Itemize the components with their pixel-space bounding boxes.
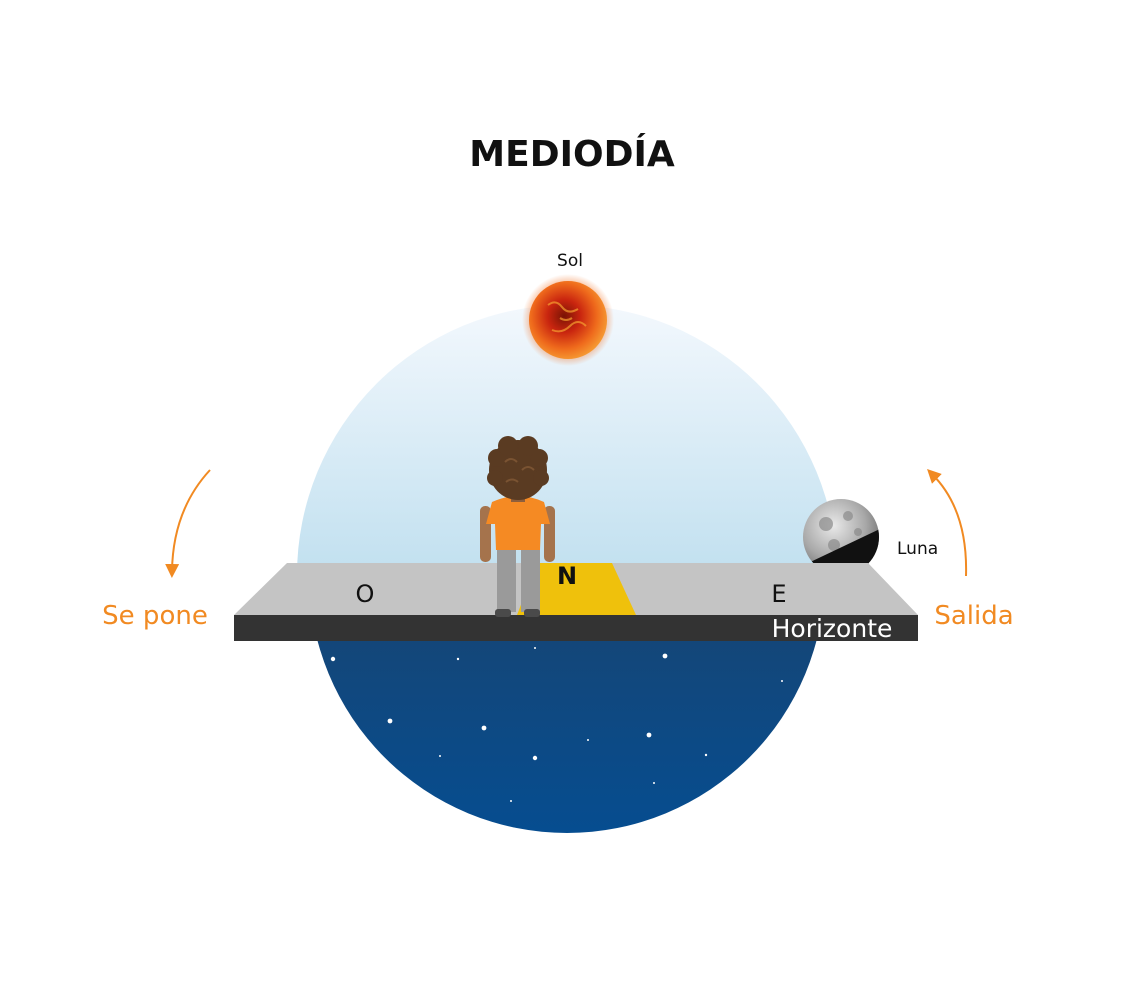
horizon-edge	[234, 615, 918, 641]
horizon-label: Horizonte	[772, 614, 893, 643]
person-icon	[480, 436, 555, 617]
north-path	[517, 563, 636, 615]
rises-label: Salida	[934, 601, 1013, 631]
stars	[330, 647, 783, 802]
sets-label: Se pone	[102, 601, 208, 631]
arrow-up-icon	[927, 469, 968, 577]
sun-icon	[522, 274, 614, 366]
arrow-down-icon	[165, 469, 211, 578]
moon-label: Luna	[897, 539, 938, 559]
day-sky	[297, 305, 837, 600]
north-label: N	[557, 562, 577, 590]
sun-label: Sol	[557, 251, 583, 271]
east-label: E	[771, 580, 786, 608]
diagram-title: MEDIODÍA	[469, 133, 675, 175]
west-label: O	[356, 580, 375, 608]
night-sky	[310, 600, 824, 833]
